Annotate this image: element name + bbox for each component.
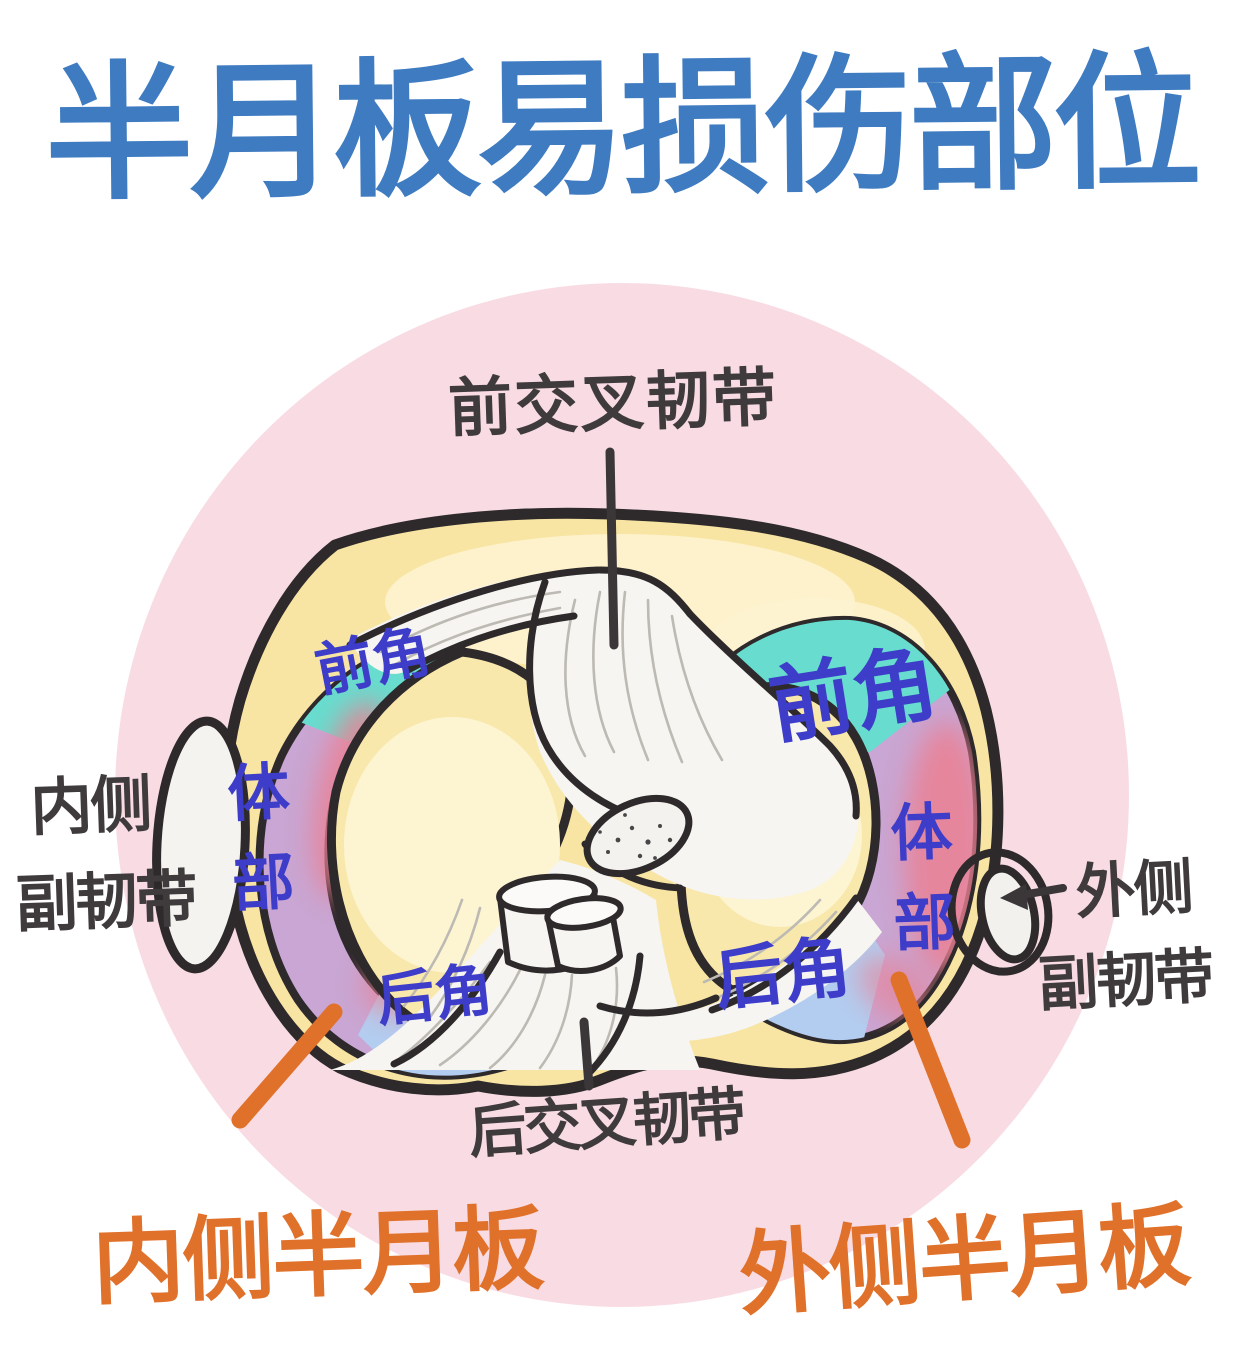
lateral-body-label: 体部 bbox=[889, 795, 957, 961]
mcl-label-line1: 内侧 bbox=[29, 767, 152, 845]
medial-body-label: 体部 bbox=[225, 754, 297, 921]
pcl-cut-stumps bbox=[496, 873, 624, 974]
lateral-meniscus-pointer-line bbox=[890, 971, 971, 1149]
medial-posterior-horn-label: 后角 bbox=[373, 955, 496, 1035]
medial-collateral-ligament-shape bbox=[152, 716, 250, 974]
lcl-pointer-arrow bbox=[1000, 884, 1067, 910]
page-title: 半月板易损伤部位 bbox=[44, 36, 1199, 222]
acl-pointer-line bbox=[605, 447, 619, 650]
acl-label: 前交叉韧带 bbox=[447, 361, 780, 447]
acl-cut-stump bbox=[583, 794, 693, 878]
mcl-label: 内侧 副韧带 bbox=[11, 755, 198, 953]
lcl-label-line2: 副韧带 bbox=[1036, 941, 1215, 1021]
medial-meniscus-pointer-line bbox=[231, 1003, 343, 1129]
lateral-posterior-horn-label: 后角 bbox=[710, 928, 855, 1021]
acl-stump-speckles bbox=[598, 813, 673, 860]
medial-meniscus-label: 内侧半月板 bbox=[90, 1195, 545, 1318]
lcl-label-line1: 外侧 bbox=[1073, 852, 1194, 929]
pcl-pointer-line bbox=[579, 1017, 594, 1091]
lcl-label: 外侧 副韧带 bbox=[1031, 842, 1214, 1031]
mcl-label-line2: 副韧带 bbox=[14, 861, 197, 942]
cruciate-ligament-complex bbox=[330, 566, 882, 1078]
